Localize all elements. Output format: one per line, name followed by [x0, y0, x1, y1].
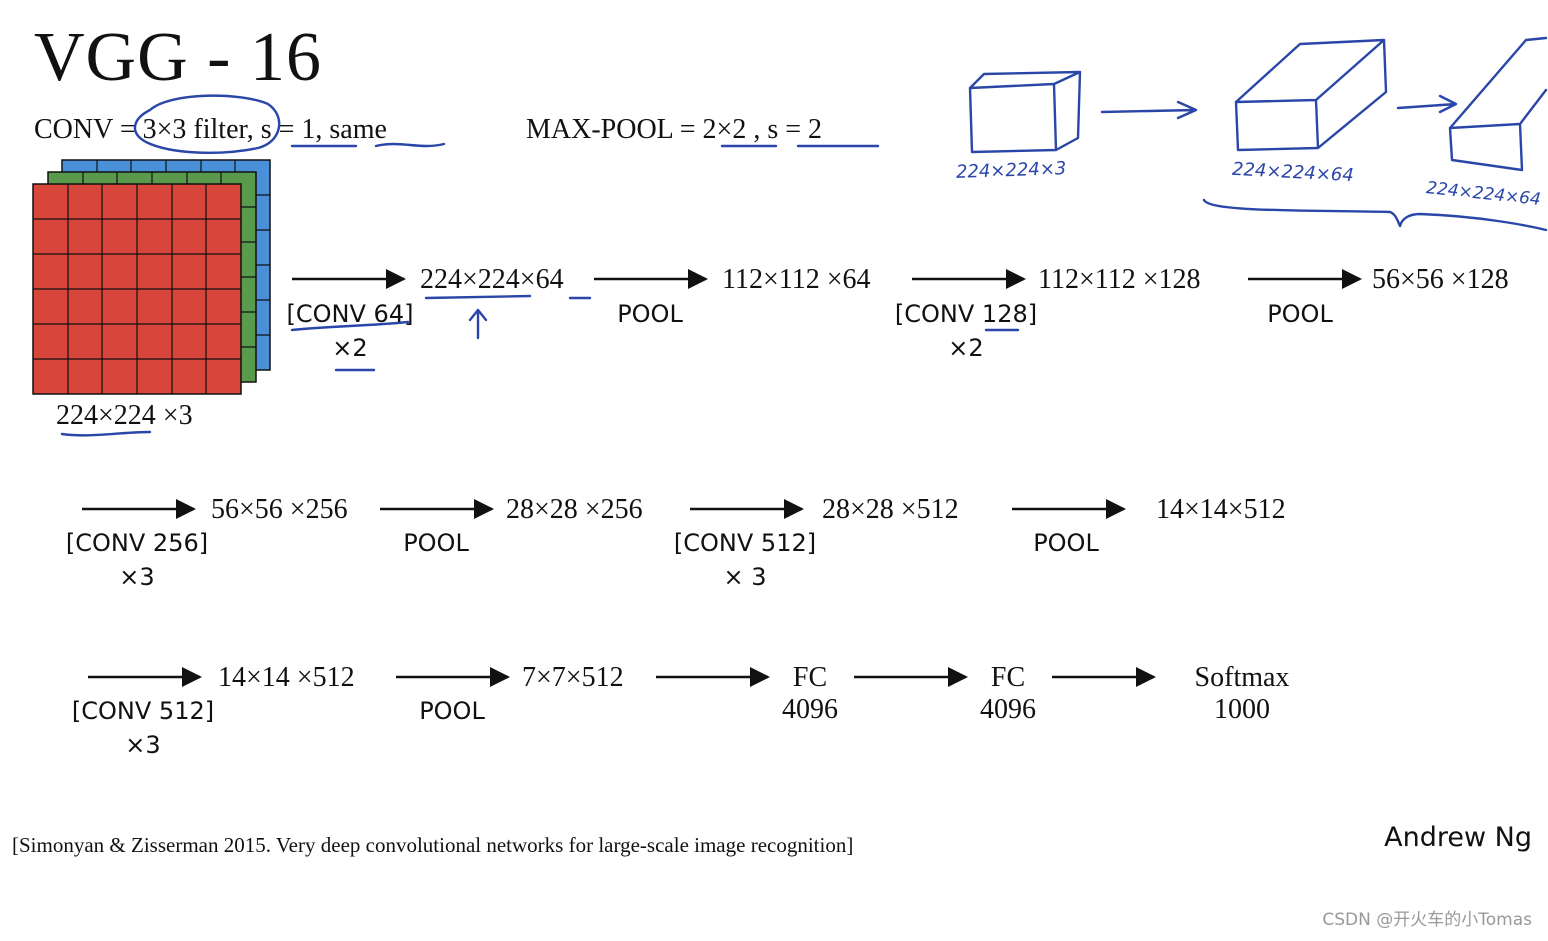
- fc1-name: FC: [792, 662, 828, 693]
- input-volume: [32, 159, 271, 395]
- ink-arrow-a: [1100, 100, 1198, 120]
- r1-op-2-label: POOL: [617, 300, 683, 328]
- ink-box-1: [968, 70, 1082, 154]
- r2-node-1: 56×56 ×256: [211, 494, 348, 525]
- r2-op-4-label: POOL: [1033, 529, 1099, 557]
- slide-title: VGG - 16: [34, 19, 322, 96]
- ink-box-3: [1448, 36, 1548, 172]
- r3-op-1-repeat: ×3: [125, 731, 161, 759]
- r2-node-3: 28×28 ×512: [822, 494, 959, 525]
- r3-op-2-label: POOL: [419, 697, 485, 725]
- fc1-size: 4096: [782, 694, 838, 725]
- r1-node-3: 112×112 ×128: [1038, 264, 1201, 295]
- r1-op-3-label: [CONV 128]: [894, 300, 1038, 328]
- r1-node-4: 56×56 ×128: [1372, 264, 1509, 295]
- r1-op-1-label: [CONV 64]: [286, 300, 414, 328]
- r2-op-3-repeat: × 3: [723, 563, 767, 591]
- ink-up-arrow: [468, 308, 488, 340]
- watermark: CSDN @开火车的小Tomas: [1322, 910, 1532, 930]
- handwritten-annotations: [60, 36, 1548, 437]
- maxpool-definition: MAX-POOL = 2×2 , s = 2: [526, 114, 823, 145]
- r2-op-1-repeat: ×3: [119, 563, 155, 591]
- input-channel-red: [32, 183, 242, 395]
- r2-node-4: 14×14×512: [1156, 494, 1286, 525]
- fc2-name: FC: [990, 662, 1026, 693]
- ink-underline-same: [374, 142, 446, 148]
- r2-node-2: 28×28 ×256: [506, 494, 643, 525]
- input-size-label: 224×224 ×3: [56, 400, 193, 431]
- softmax-name: Softmax: [1194, 662, 1290, 693]
- conv-definition: CONV = 3×3 filter, s = 1, same: [34, 114, 387, 145]
- r2-op-3-label: [CONV 512]: [673, 529, 817, 557]
- softmax-size: 1000: [1214, 694, 1270, 725]
- r3-node-2: 7×7×512: [522, 662, 624, 693]
- ink-brace: [1202, 198, 1548, 232]
- r2-op-2-label: POOL: [403, 529, 469, 557]
- r3-node-1: 14×14 ×512: [218, 662, 355, 693]
- ink-underline-conv64: [290, 320, 410, 332]
- r1-node-1: 224×224×64: [420, 264, 564, 295]
- ink-underline-224x224: [424, 294, 532, 300]
- citation: [Simonyan & Zisserman 2015. Very deep co…: [12, 833, 854, 857]
- r1-op-1-repeat: ×2: [332, 334, 368, 362]
- r3-op-1-label: [CONV 512]: [71, 697, 215, 725]
- r2-op-1-label: [CONV 256]: [65, 529, 209, 557]
- ink-box-2: [1234, 38, 1388, 152]
- author-name: Andrew Ng: [1384, 822, 1532, 853]
- r1-op-3-repeat: ×2: [948, 334, 984, 362]
- ink-label-1: 224×224×3: [955, 158, 1067, 183]
- r1-node-2: 112×112 ×64: [722, 264, 871, 295]
- r1-op-4-label: POOL: [1267, 300, 1333, 328]
- ink-underline-input: [60, 430, 152, 437]
- ink-arrow-b: [1396, 94, 1458, 114]
- ink-circle-3x3: [133, 94, 281, 154]
- fc2-size: 4096: [980, 694, 1036, 725]
